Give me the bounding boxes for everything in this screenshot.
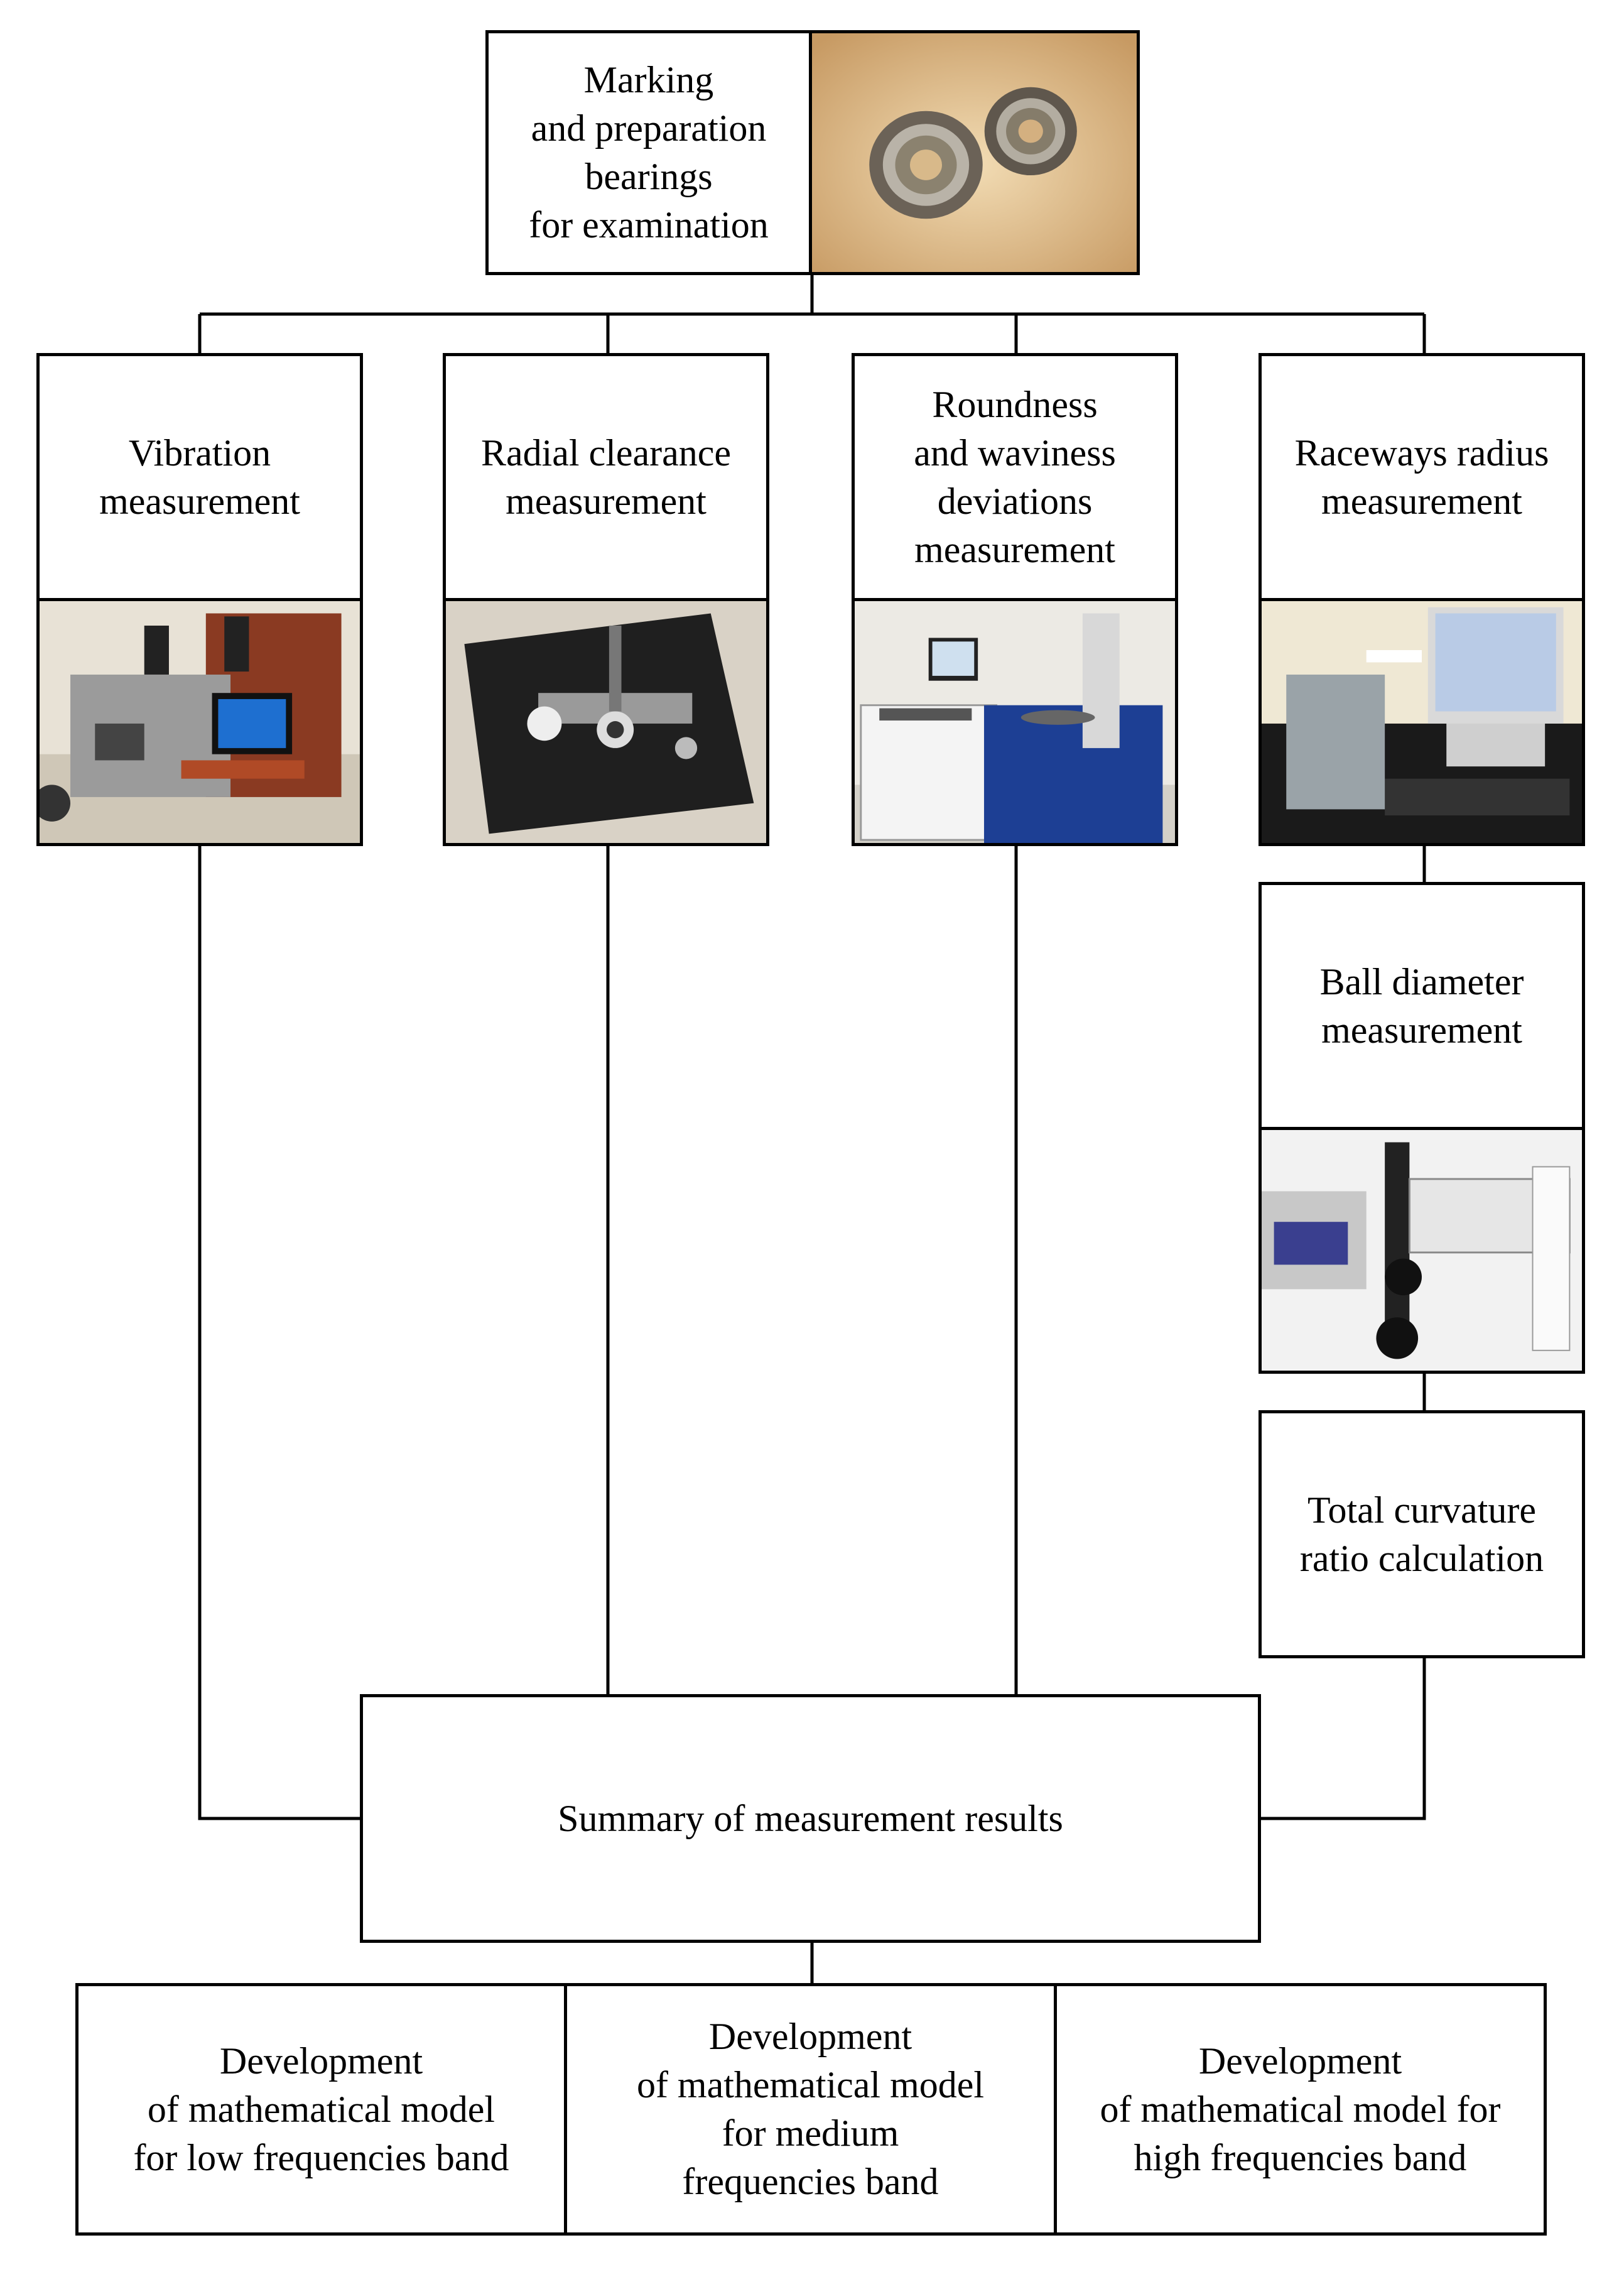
raceways-radius-box: Raceways radius measurement — [1259, 353, 1585, 601]
marking-preparation-box: Marking and preparation bearings for exa… — [485, 30, 812, 275]
bearings-photo — [809, 30, 1140, 275]
radial-clearance-photo — [443, 598, 769, 846]
model-low-frequencies-box: Development of mathematical model for lo… — [75, 1983, 567, 2236]
radial-clearance-box: Radial clearance measurement — [443, 353, 769, 601]
vibration-measurement-box: Vibration measurement — [36, 353, 363, 601]
summary-box: Summary of measurement results — [360, 1694, 1261, 1943]
ball-diameter-box: Ball diameter measurement — [1259, 882, 1585, 1130]
model-medium-frequencies-box: Development of mathematical model for me… — [564, 1983, 1057, 2236]
model-high-frequencies-box: Development of mathematical model for hi… — [1054, 1983, 1547, 2236]
raceways-instrument-photo — [1259, 598, 1585, 846]
roundness-instrument-photo — [852, 598, 1178, 846]
vibration-lab-photo — [36, 598, 363, 846]
total-curvature-box: Total curvature ratio calculation — [1259, 1410, 1585, 1658]
ball-diameter-instrument-photo — [1259, 1127, 1585, 1374]
roundness-waviness-box: Roundness and waviness deviations measur… — [852, 353, 1178, 601]
